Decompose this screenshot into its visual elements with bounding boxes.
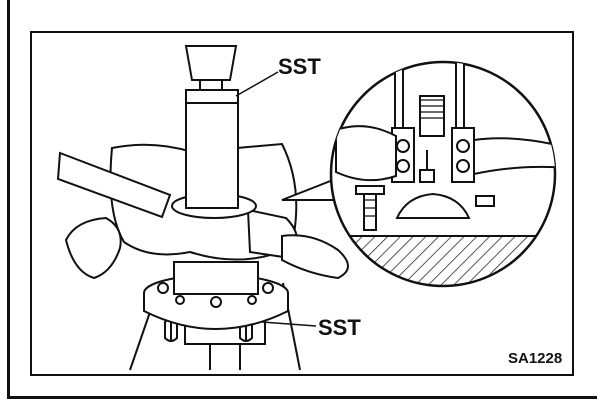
upper-sst-tool — [184, 45, 239, 209]
bearing-detail-view — [329, 60, 557, 288]
sst-upper-leader — [235, 71, 279, 97]
page-left-rule — [7, 0, 10, 398]
sst-lower-label: SST — [318, 315, 361, 340]
figure-id-label: SA1228 — [508, 350, 563, 367]
sst-upper-label: SST — [278, 54, 321, 79]
axle-hub-flange — [143, 261, 289, 330]
page-bottom-rule — [7, 396, 597, 399]
figure-frame — [30, 31, 574, 376]
sst-lower-leader — [261, 321, 317, 327]
